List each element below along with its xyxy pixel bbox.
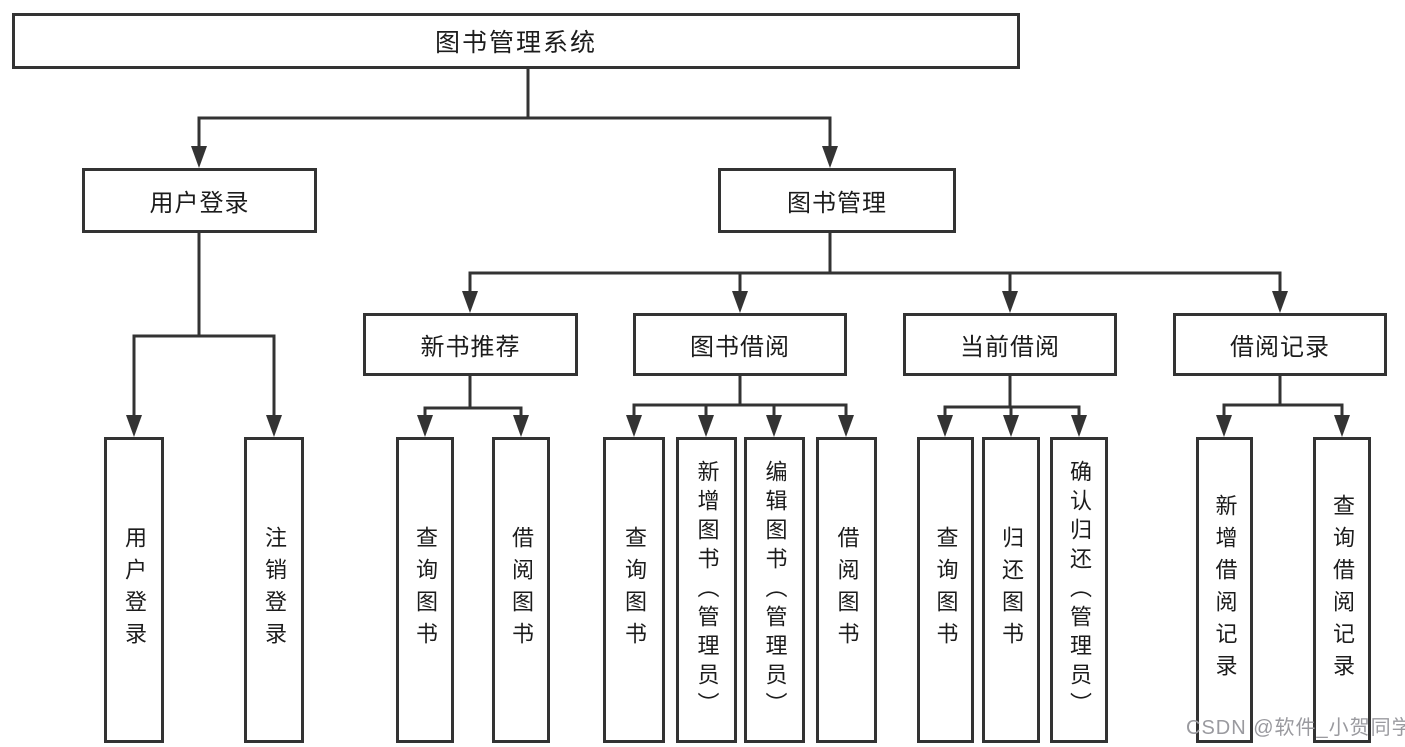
leaf-borrow-books: 借阅图书	[816, 437, 877, 743]
leaf-add-borrow-record: 新增借阅记录	[1196, 437, 1253, 743]
leaf-edit-book-admin: 编辑图书（管理员）	[744, 437, 805, 743]
arrowheads	[126, 146, 1350, 437]
leaf-query-borrow-record: 查询借阅记录	[1313, 437, 1371, 743]
leaf-confirm-return-admin: 确认归还（管理员）	[1050, 437, 1108, 743]
user-login-branch-node: 用户登录	[82, 168, 317, 233]
borrow-record-group-node: 借阅记录	[1173, 313, 1387, 376]
current-borrow-group-node: 当前借阅	[903, 313, 1117, 376]
leaf-query-books-recommend: 查询图书	[396, 437, 454, 743]
new-book-recommend-group-node: 新书推荐	[363, 313, 578, 376]
leaf-user-login: 用户登录	[104, 437, 164, 743]
book-management-branch-node: 图书管理	[718, 168, 956, 233]
book-borrow-group-node: 图书借阅	[633, 313, 847, 376]
watermark: CSDN @软件_小贺同学	[1186, 717, 1405, 739]
leaf-borrow-books-recommend: 借阅图书	[492, 437, 550, 743]
leaf-query-books-current: 查询图书	[917, 437, 974, 743]
leaf-query-books-borrow: 查询图书	[603, 437, 665, 743]
leaf-add-book-admin: 新增图书（管理员）	[676, 437, 737, 743]
leaf-logout-login: 注销登录	[244, 437, 304, 743]
leaf-return-books: 归还图书	[982, 437, 1040, 743]
library-management-system-node: 图书管理系统	[12, 13, 1020, 69]
